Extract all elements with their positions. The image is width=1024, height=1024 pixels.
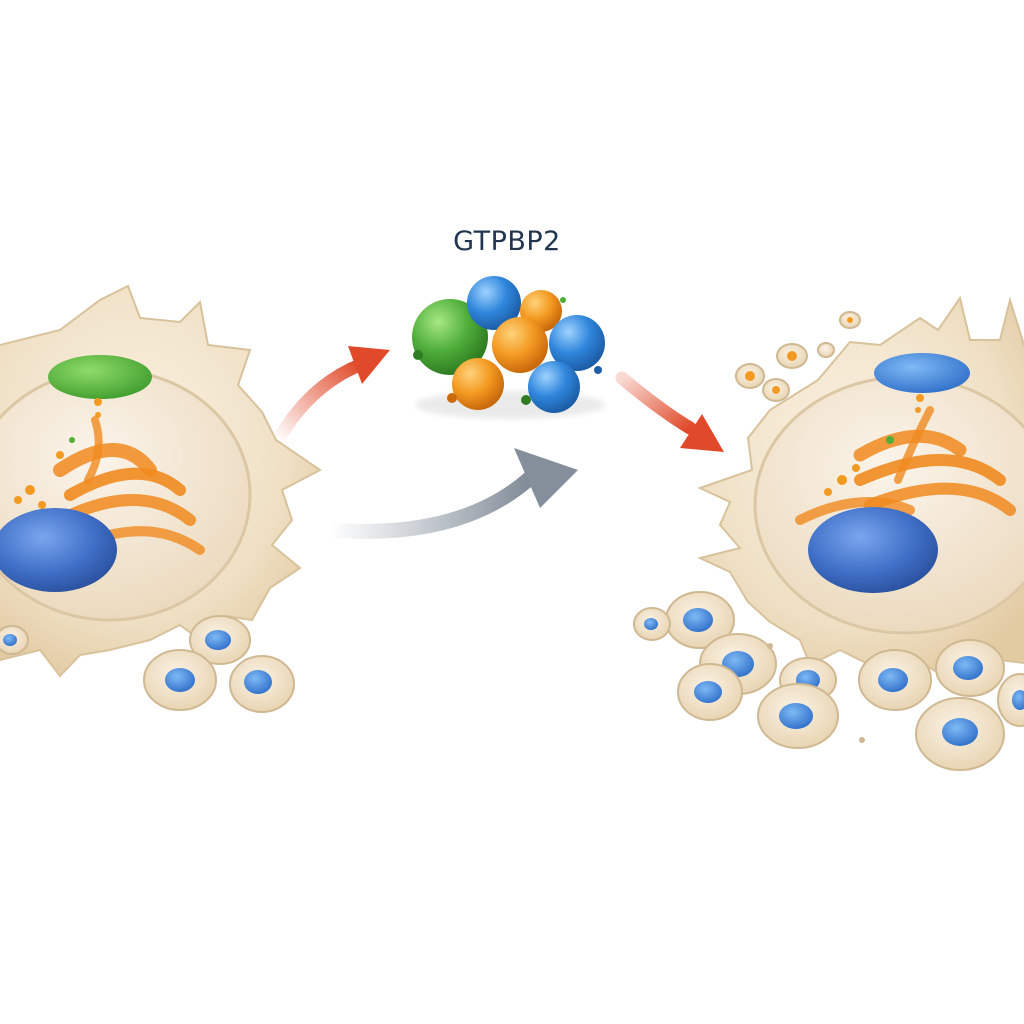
- complex-sphere-orange: [452, 358, 504, 410]
- right-golgi-vesicles: [824, 394, 924, 496]
- complex-sphere-blue: [467, 276, 521, 330]
- left-golgi-vesicles: [14, 398, 102, 509]
- released-vesicles: [735, 311, 861, 402]
- left-green-vesicle: [48, 355, 152, 399]
- right-blue-vesicle: [874, 353, 970, 393]
- gray-arrow-to-complex: [322, 448, 578, 539]
- complex-sphere-blue: [528, 361, 580, 413]
- right-small-cells: [633, 591, 1024, 771]
- gtpbp2-protein-complex: [412, 276, 605, 419]
- left-small-cells: [0, 615, 295, 713]
- complex-sphere-green: [412, 299, 488, 375]
- red-arrow-to-right-cell: [615, 371, 724, 452]
- right-nucleus: [808, 507, 938, 593]
- right-cell: [633, 295, 1024, 771]
- gtpbp2-label: GTPBP2: [453, 226, 561, 257]
- left-nucleus: [0, 508, 117, 592]
- complex-sphere-blue: [549, 315, 605, 371]
- red-arrow-to-complex: [271, 346, 390, 447]
- left-cell: [0, 284, 322, 713]
- right-golgi-apparatus: [795, 406, 1016, 525]
- left-golgi-apparatus: [53, 416, 205, 555]
- complex-sphere-orange: [492, 317, 548, 373]
